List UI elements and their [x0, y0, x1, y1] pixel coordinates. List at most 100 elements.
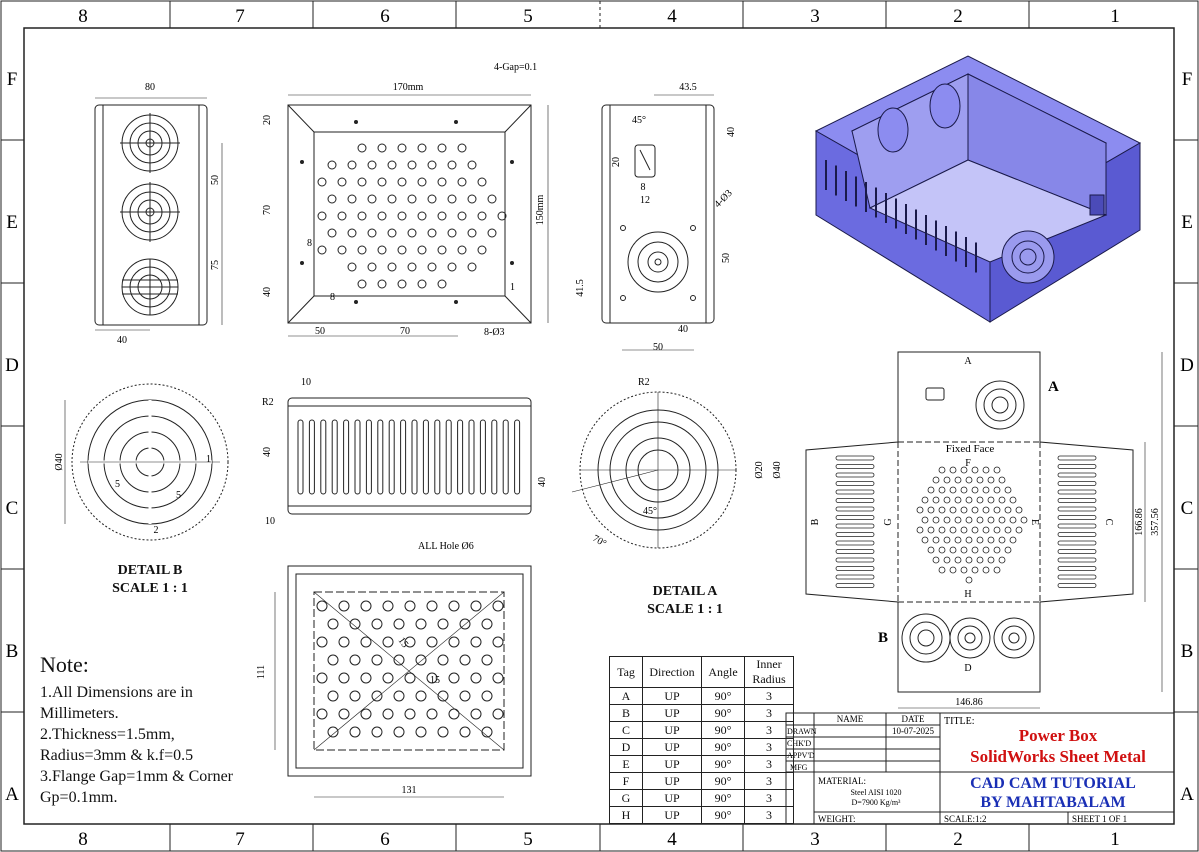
isometric-vent-slots — [825, 160, 977, 273]
vent-hole — [427, 160, 437, 170]
fan-grill-middle — [120, 182, 180, 242]
vent-hole — [954, 516, 962, 524]
zone-col-3-bottom: 3 — [810, 829, 820, 850]
vent-hole — [349, 654, 361, 666]
vent-hole — [415, 654, 427, 666]
usb-cutout-3d — [1089, 194, 1105, 216]
bend-header-tag: Tag — [609, 656, 643, 688]
vent-hole — [427, 228, 437, 238]
vent-hole — [426, 600, 438, 612]
vent-hole — [982, 466, 990, 474]
dim-deta-r2: R2 — [638, 377, 650, 388]
vent-hole — [1004, 546, 1012, 554]
dim-side-12: 12 — [640, 195, 650, 206]
vent-hole — [371, 654, 383, 666]
note-line: 3.Flange Gap=1mm & Corner — [40, 768, 233, 785]
vent-hole — [459, 726, 471, 738]
vent-hole — [943, 556, 951, 564]
bend-direction: UP — [642, 772, 702, 790]
vent-hole — [1020, 516, 1028, 524]
vent-hole — [938, 566, 946, 574]
dim-flat-357: 357.56 — [1150, 508, 1161, 536]
vent-hole — [921, 536, 929, 544]
zone-col-5-bottom: 5 — [523, 829, 533, 850]
vent-hole — [938, 546, 946, 554]
zone-col-2-top: 2 — [953, 6, 963, 27]
detail-b-scale: SCALE 1 : 1 — [112, 581, 188, 596]
vent-slot — [457, 419, 464, 495]
dim-front-50: 50 — [210, 175, 221, 185]
note-line: Millimeters. — [40, 705, 119, 722]
vent-hole — [397, 177, 407, 187]
dim-side-41-5: 41.5 — [575, 279, 586, 297]
vent-hole — [377, 177, 387, 187]
vent-slot — [1057, 540, 1097, 546]
bend-tag: G — [609, 789, 643, 807]
fan-grill-top — [120, 113, 180, 173]
vent-hole — [971, 466, 979, 474]
vent-hole — [337, 211, 347, 221]
vent-hole — [960, 566, 968, 574]
dim-top-height: 150mm — [535, 195, 546, 226]
detail-b-caption: DETAIL B SCALE 1 : 1 — [95, 562, 205, 598]
bend-direction: UP — [642, 687, 702, 705]
vent-slot — [354, 419, 361, 495]
vent-hole — [467, 262, 477, 272]
dim-deta-70: 70° — [591, 533, 609, 550]
vent-slot — [835, 566, 875, 571]
tb-title-2: SolidWorks Sheet Metal — [970, 747, 1146, 766]
tb-company-1: CAD CAM TUTORIAL — [970, 775, 1136, 792]
vent-hole — [949, 566, 957, 574]
front-view — [94, 97, 223, 331]
vent-hole — [965, 536, 973, 544]
dim-top-8a: 8 — [307, 238, 312, 249]
vent-hole — [417, 143, 427, 153]
vent-hole — [976, 476, 984, 484]
dim-slot-40b: 40 — [537, 477, 548, 487]
vent-hole — [316, 672, 328, 684]
dim-side-50: 50 — [721, 253, 732, 263]
zone-row-C-left: C — [6, 498, 19, 519]
vent-hole — [407, 228, 417, 238]
vent-slot — [388, 419, 395, 495]
vent-hole — [357, 279, 367, 289]
dim-slot-10a: 10 — [301, 377, 311, 388]
dim-bottom-111: 111 — [256, 665, 267, 679]
vent-slot — [422, 419, 429, 495]
vent-slot — [479, 419, 486, 495]
vent-slot — [445, 419, 452, 495]
vent-slot — [835, 515, 875, 520]
dim-slot-r2: R2 — [262, 397, 274, 408]
dim-top-holes: 8-Ø3 — [484, 327, 505, 338]
tb-scale: SCALE:1:2 — [944, 814, 987, 824]
vent-slot — [835, 583, 875, 588]
vent-hole — [349, 690, 361, 702]
vent-hole — [457, 211, 467, 221]
tb-appvd: APPV'D — [787, 751, 815, 760]
vent-hole — [954, 496, 962, 504]
vent-hole — [987, 496, 995, 504]
vent-slot — [377, 419, 384, 495]
bend-radius: 3 — [744, 755, 794, 773]
vent-hole — [470, 708, 482, 720]
vent-hole — [938, 506, 946, 514]
tb-drawn: DRAWN — [787, 727, 817, 736]
tb-chkd: CHK'D — [787, 739, 811, 748]
dim-top-70: 70 — [262, 205, 273, 215]
dim-bottom-131: 131 — [402, 785, 417, 796]
dim-slot-40: 40 — [262, 447, 273, 457]
vent-hole — [477, 177, 487, 187]
flat-fan-b1 — [901, 613, 951, 663]
flat-label-G: G — [883, 518, 894, 525]
bend-tag: B — [609, 704, 643, 722]
vent-slot — [411, 419, 418, 495]
bend-direction: UP — [642, 789, 702, 807]
vent-slot — [365, 419, 372, 495]
vent-hole — [965, 556, 973, 564]
top-fan-3d-1 — [877, 107, 909, 153]
zone-row-D-left: D — [5, 355, 19, 376]
dim-top-8b: 8 — [330, 292, 335, 303]
vent-hole — [1015, 526, 1023, 534]
bend-angle: 90° — [701, 806, 745, 824]
flat-label-C: C — [1103, 519, 1114, 526]
